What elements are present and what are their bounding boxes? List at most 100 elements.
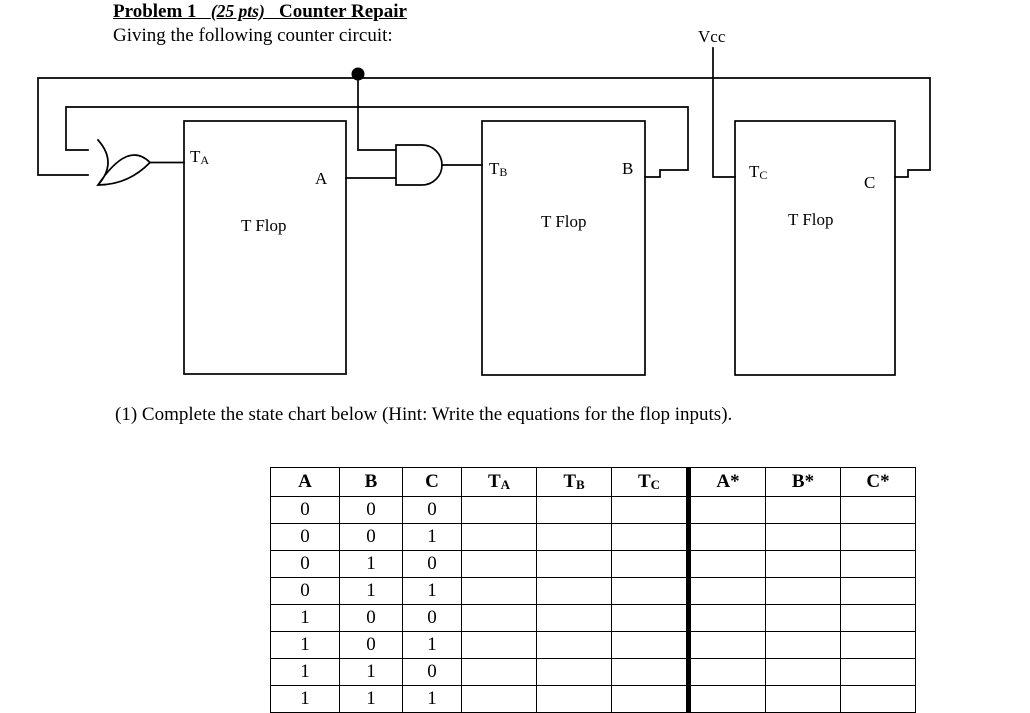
cell-a-next[interactable] <box>688 577 766 605</box>
table-row: 0 1 0 <box>270 550 916 578</box>
cell-tb[interactable] <box>536 550 612 578</box>
cell-a-next[interactable] <box>688 496 766 524</box>
cell-a-next[interactable] <box>688 604 766 632</box>
cell-b-next[interactable] <box>765 496 841 524</box>
col-header-ta: TA <box>461 467 537 497</box>
cell-tc[interactable] <box>611 685 691 713</box>
cell-c: 0 <box>402 550 462 578</box>
cell-a-next[interactable] <box>688 685 766 713</box>
cell-c-next[interactable] <box>840 631 916 659</box>
cell-b: 0 <box>339 631 403 659</box>
cell-ta[interactable] <box>461 685 537 713</box>
cell-a-next[interactable] <box>688 631 766 659</box>
cell-ta[interactable] <box>461 577 537 605</box>
cell-ta[interactable] <box>461 496 537 524</box>
points-label: (25 pts) <box>210 1 265 21</box>
or-gate-body <box>96 138 152 187</box>
cell-b: 0 <box>339 604 403 632</box>
col-header-tc: TC <box>611 467 691 497</box>
cell-tb[interactable] <box>536 604 612 632</box>
cell-a: 0 <box>270 577 340 605</box>
cell-ta[interactable] <box>461 550 537 578</box>
cell-b: 1 <box>339 550 403 578</box>
cell-c-next[interactable] <box>840 658 916 686</box>
cell-c-next[interactable] <box>840 685 916 713</box>
table-row: 0 0 0 <box>270 496 916 524</box>
col-header-b: B <box>339 467 403 497</box>
cell-b-next[interactable] <box>765 577 841 605</box>
cell-a: 1 <box>270 604 340 632</box>
table-row: 1 1 0 <box>270 658 916 686</box>
col-header-a: A <box>270 467 340 497</box>
cell-b: 1 <box>339 685 403 713</box>
cell-tb[interactable] <box>536 631 612 659</box>
cell-b: 1 <box>339 577 403 605</box>
cell-a-next[interactable] <box>688 550 766 578</box>
table-row: 1 0 0 <box>270 604 916 632</box>
cell-tc[interactable] <box>611 604 691 632</box>
cell-tc[interactable] <box>611 550 691 578</box>
port-label-a: A <box>315 169 328 188</box>
cell-c-next[interactable] <box>840 577 916 605</box>
cell-b-next[interactable] <box>765 523 841 551</box>
t-flop-box-c <box>734 120 896 376</box>
cell-b: 0 <box>339 523 403 551</box>
cell-c: 1 <box>402 523 462 551</box>
cell-tb[interactable] <box>536 496 612 524</box>
wire-junction-to-and <box>357 77 396 151</box>
cell-c: 0 <box>402 658 462 686</box>
flop-body-label-a: T Flop <box>241 216 287 235</box>
header-block: Problem 1 (25 pts) Counter Repair Giving… <box>113 0 913 48</box>
cell-a: 0 <box>270 496 340 524</box>
cell-c-next[interactable] <box>840 550 916 578</box>
t-flop-box-b <box>481 120 646 376</box>
cell-ta[interactable] <box>461 631 537 659</box>
cell-c: 1 <box>402 577 462 605</box>
cell-b: 1 <box>339 658 403 686</box>
table-row: 1 1 1 <box>270 685 916 713</box>
state-chart-body: 0 0 0 0 0 1 0 <box>270 496 916 713</box>
cell-ta[interactable] <box>461 658 537 686</box>
cell-tb[interactable] <box>536 685 612 713</box>
cell-ta[interactable] <box>461 604 537 632</box>
cell-tb[interactable] <box>536 577 612 605</box>
cell-b: 0 <box>339 496 403 524</box>
port-label-ta: TA <box>190 147 210 167</box>
cell-c: 1 <box>402 685 462 713</box>
cell-b-next[interactable] <box>765 658 841 686</box>
cell-a: 0 <box>270 523 340 551</box>
cell-c-next[interactable] <box>840 604 916 632</box>
col-header-b-next: B* <box>765 467 841 497</box>
cell-a: 1 <box>270 631 340 659</box>
cell-c-next[interactable] <box>840 496 916 524</box>
col-header-c-next: C* <box>840 467 916 497</box>
cell-tc[interactable] <box>611 496 691 524</box>
col-header-tb: TB <box>536 467 612 497</box>
cell-tc[interactable] <box>611 577 691 605</box>
cell-c: 0 <box>402 496 462 524</box>
table-row: 1 0 1 <box>270 631 916 659</box>
cell-tb[interactable] <box>536 523 612 551</box>
cell-c-next[interactable] <box>840 523 916 551</box>
port-label-c: C <box>864 173 876 192</box>
cell-tb[interactable] <box>536 658 612 686</box>
cell-a: 1 <box>270 685 340 713</box>
cell-ta[interactable] <box>461 523 537 551</box>
cell-b-next[interactable] <box>765 604 841 632</box>
cell-tc[interactable] <box>611 631 691 659</box>
cell-tc[interactable] <box>611 658 691 686</box>
table-row: 0 1 1 <box>270 577 916 605</box>
cell-b-next[interactable] <box>765 550 841 578</box>
page-title: Problem 1 (25 pts) Counter Repair <box>113 0 407 23</box>
flop-body-label-c: T Flop <box>788 210 834 229</box>
cell-b-next[interactable] <box>765 631 841 659</box>
cell-b-next[interactable] <box>765 685 841 713</box>
question-1-text: (1) Complete the state chart below (Hint… <box>115 404 733 425</box>
cell-a-next[interactable] <box>688 658 766 686</box>
state-chart-table: A B C TA TB TC A* B* C* 0 0 0 <box>270 467 916 713</box>
cell-tc[interactable] <box>611 523 691 551</box>
cell-a-next[interactable] <box>688 523 766 551</box>
and-gate-body <box>395 144 443 186</box>
counter-circuit-diagram: TA A T Flop TB B T Flop TC C T Flop Vcc <box>37 28 931 376</box>
cell-c: 1 <box>402 631 462 659</box>
